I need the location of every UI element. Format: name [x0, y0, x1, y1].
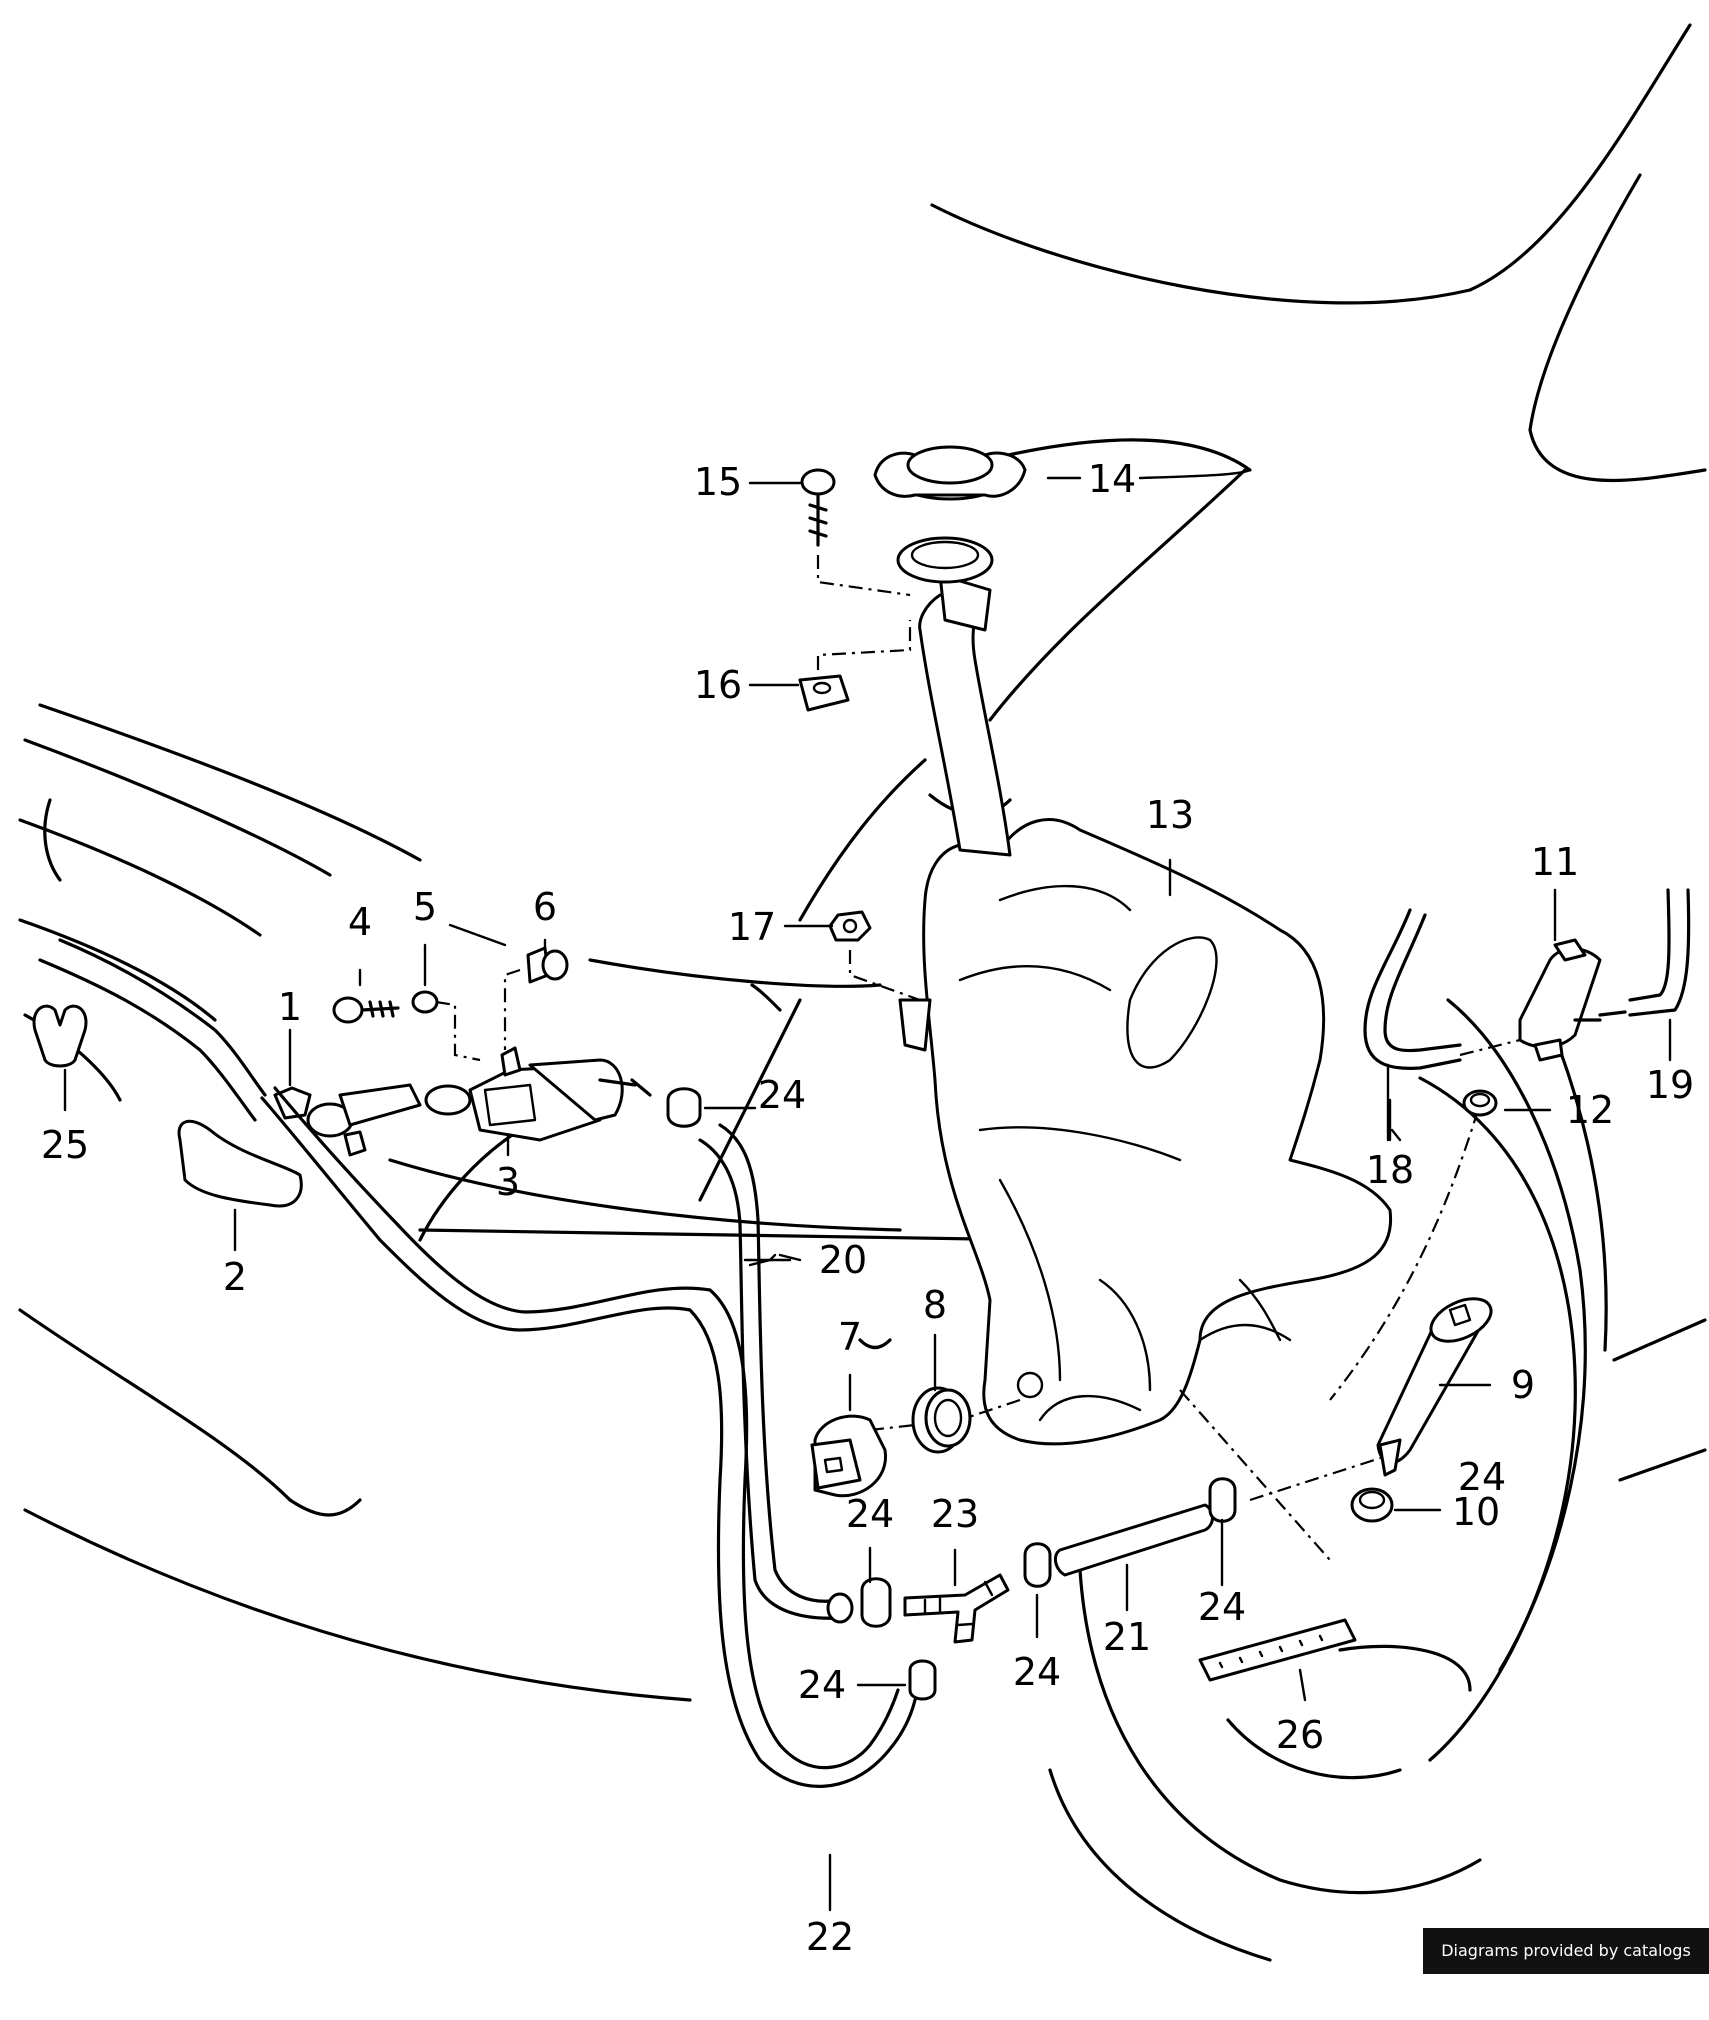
- pump-assembly-3: [424, 1046, 652, 1142]
- label-part-10: 10: [1452, 1490, 1500, 1534]
- label-part-20: 20: [819, 1238, 867, 1282]
- label-part-5: 5: [413, 885, 437, 929]
- label-part-1: 1: [278, 985, 302, 1029]
- label-part-24-f: 24: [1458, 1455, 1506, 1499]
- label-part-3: 3: [496, 1160, 520, 1204]
- washer-5: [411, 990, 481, 1062]
- label-part-9: 9: [1511, 1363, 1535, 1407]
- clip-16: [798, 620, 912, 712]
- exploded-parts-diagram: 1 2 3 4 5 6 7 8 9 10 11 12 13 14 15 16 1…: [18, 23, 1707, 1962]
- connector-1: [273, 1083, 422, 1157]
- grommet-7: [810, 1414, 887, 1498]
- label-part-14: 14: [1088, 457, 1136, 501]
- label-part-22: 22: [806, 1915, 854, 1959]
- label-part-17: 17: [728, 905, 776, 949]
- label-part-23: 23: [931, 1492, 979, 1536]
- label-part-24-e: 24: [1198, 1585, 1246, 1629]
- clip-6: [503, 946, 569, 1050]
- label-part-13: 13: [1146, 793, 1194, 837]
- label-part-25: 25: [41, 1123, 89, 1167]
- label-part-24-c: 24: [798, 1663, 846, 1707]
- label-part-24-b: 24: [846, 1492, 894, 1536]
- screw-4: [332, 996, 400, 1024]
- label-part-21: 21: [1103, 1615, 1151, 1659]
- leader-lines: [63, 468, 1672, 1912]
- label-part-19: 19: [1646, 1063, 1694, 1107]
- label-part-26: 26: [1276, 1713, 1324, 1757]
- screw-15: [800, 468, 911, 597]
- nut-17: [828, 910, 932, 1052]
- label-part-12: 12: [1566, 1088, 1614, 1132]
- clip-25: [32, 1004, 88, 1068]
- grommet-12: [1462, 1089, 1498, 1117]
- hoses: [38, 888, 1691, 1788]
- t-piece-23: [903, 1573, 1010, 1644]
- label-part-4: 4: [348, 900, 372, 944]
- label-part-7: 7: [838, 1315, 862, 1359]
- filler-cap: [873, 445, 1027, 584]
- label-part-15: 15: [694, 460, 742, 504]
- pad-26: [1198, 1618, 1357, 1682]
- label-part-8: 8: [923, 1283, 947, 1327]
- credit-banner: Diagrams provided by catalogs parts: [1423, 1928, 1709, 2006]
- clamps-24: [666, 1087, 1237, 1701]
- part-labels: 1 2 3 4 5 6 7 8 9 10 11 12 13 14 15 16 1…: [41, 457, 1694, 1959]
- label-part-16: 16: [694, 663, 742, 707]
- label-part-2: 2: [223, 1255, 247, 1299]
- pump-11: [1518, 938, 1627, 1062]
- grommet-10: [1350, 1487, 1394, 1523]
- label-part-18: 18: [1366, 1148, 1414, 1192]
- label-part-11: 11: [1531, 840, 1579, 884]
- hose-guide-2: [177, 1119, 303, 1208]
- label-part-24-a: 24: [758, 1073, 806, 1117]
- washer-fluid-reservoir: [918, 573, 1393, 1446]
- grommet-8: [911, 1386, 972, 1454]
- label-part-24-d: 24: [1013, 1650, 1061, 1694]
- vehicle-body-outline: [18, 23, 1707, 1962]
- label-part-6: 6: [533, 885, 557, 929]
- pump-9: [1376, 1297, 1493, 1477]
